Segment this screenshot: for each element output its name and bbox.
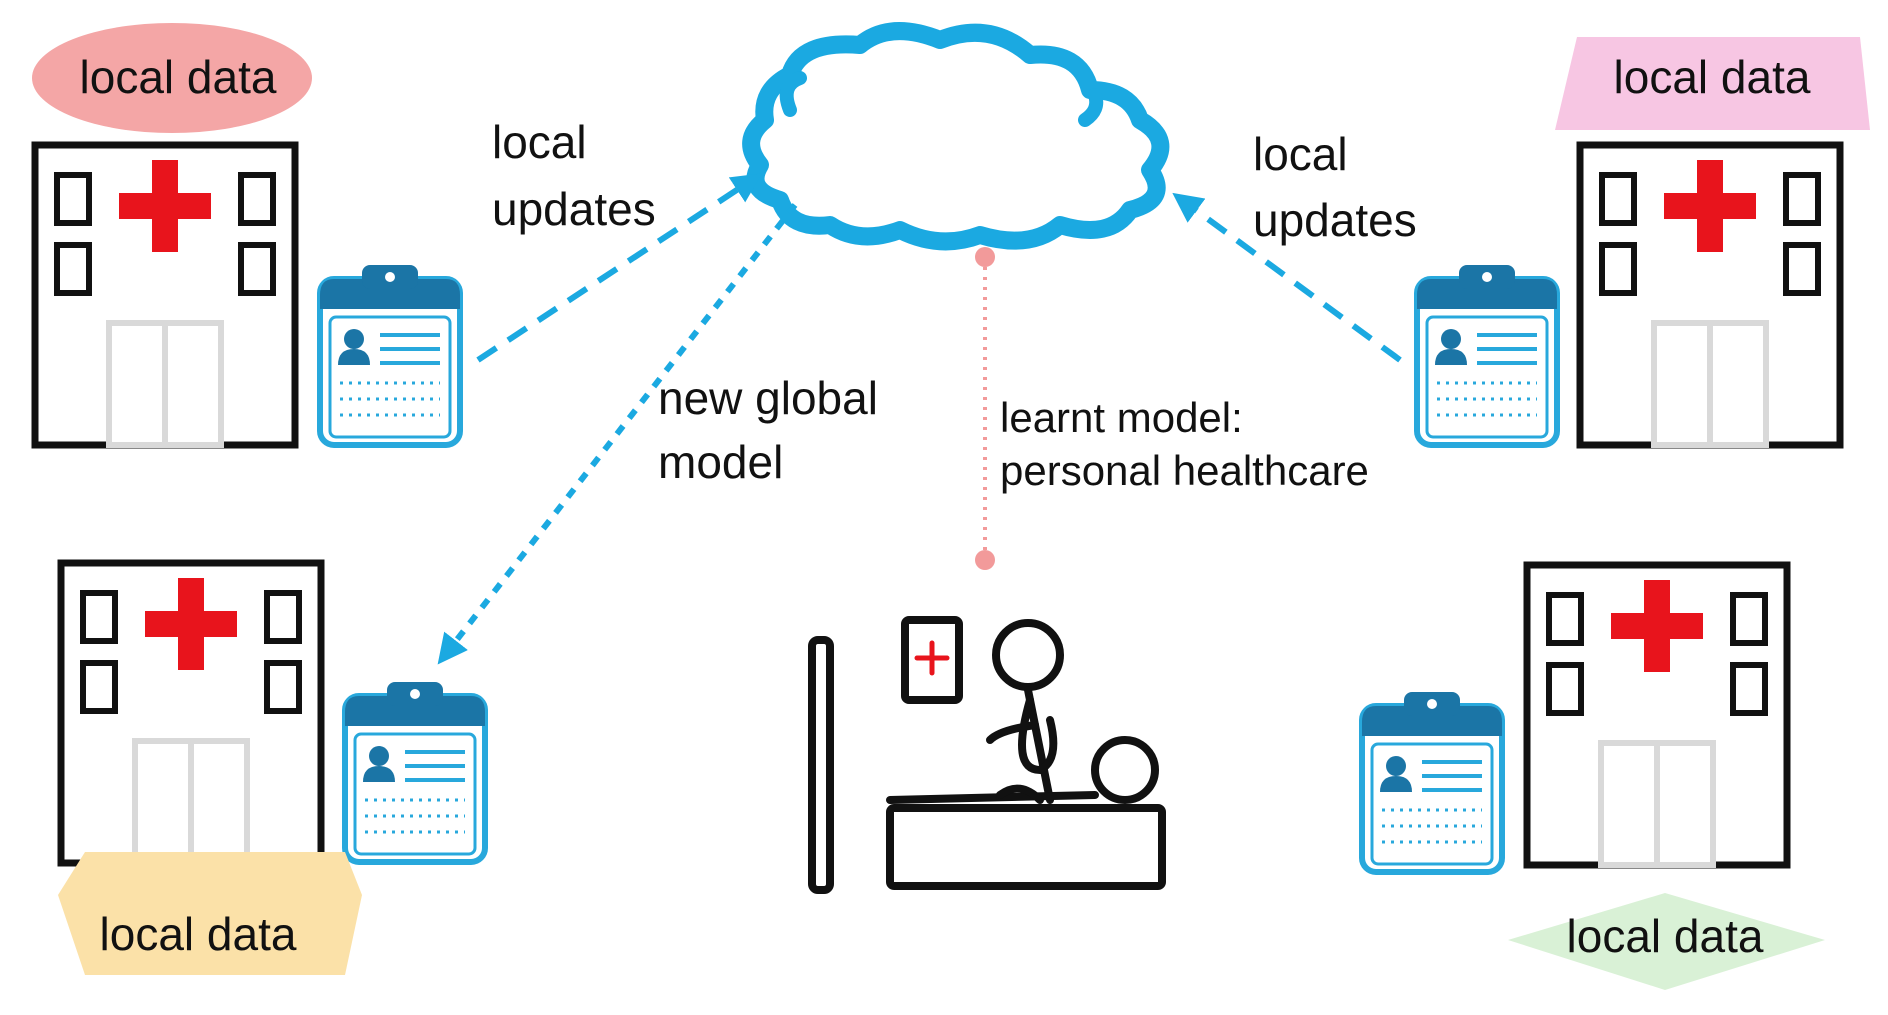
local-data-label: local data (80, 51, 277, 103)
svg-text:model: model (658, 436, 783, 488)
svg-text:local: local (1253, 128, 1348, 180)
local-data-badge-bottom-left: local data (58, 852, 362, 975)
local-data-badge-top-right: local data (1555, 37, 1870, 130)
hospital-icon-top-left (35, 145, 295, 445)
svg-text:new global: new global (658, 372, 878, 424)
local-data-badge-bottom-right: local data (1508, 893, 1825, 990)
cloud-icon (742, 22, 1170, 251)
clipboard-icon-bottom-left (345, 682, 485, 862)
svg-text:personal healthcare: personal healthcare (1000, 447, 1369, 494)
local-updates-label-left: local updates (492, 116, 656, 235)
svg-text:updates: updates (1253, 194, 1417, 246)
hospital-icon-bottom-left (61, 563, 321, 863)
local-data-label: local data (100, 908, 297, 960)
local-data-label: local data (1567, 910, 1764, 962)
learnt-model-label: learnt model: personal healthcare (1000, 394, 1369, 494)
local-updates-arrow-left (476, 173, 763, 363)
new-global-model-label: new global model (658, 372, 878, 488)
learnt-model-link (975, 247, 995, 570)
svg-text:learnt model:: learnt model: (1000, 394, 1243, 441)
svg-text:updates: updates (492, 183, 656, 235)
doctor-patient-icon (808, 616, 1166, 894)
local-updates-label-right: local updates (1253, 128, 1417, 246)
local-data-badge-top-left: local data (32, 23, 312, 133)
clipboard-icon-bottom-right (1362, 692, 1502, 872)
local-data-label: local data (1614, 51, 1811, 103)
local-updates-arrow-right (1172, 192, 1402, 363)
hospital-icon-top-right (1580, 145, 1840, 445)
new-global-model-arrow (437, 203, 798, 665)
clipboard-icon-top-left (320, 265, 460, 445)
svg-text:local: local (492, 116, 587, 168)
clipboard-icon-top-right (1417, 265, 1557, 445)
hospital-icon-bottom-right (1527, 565, 1787, 865)
